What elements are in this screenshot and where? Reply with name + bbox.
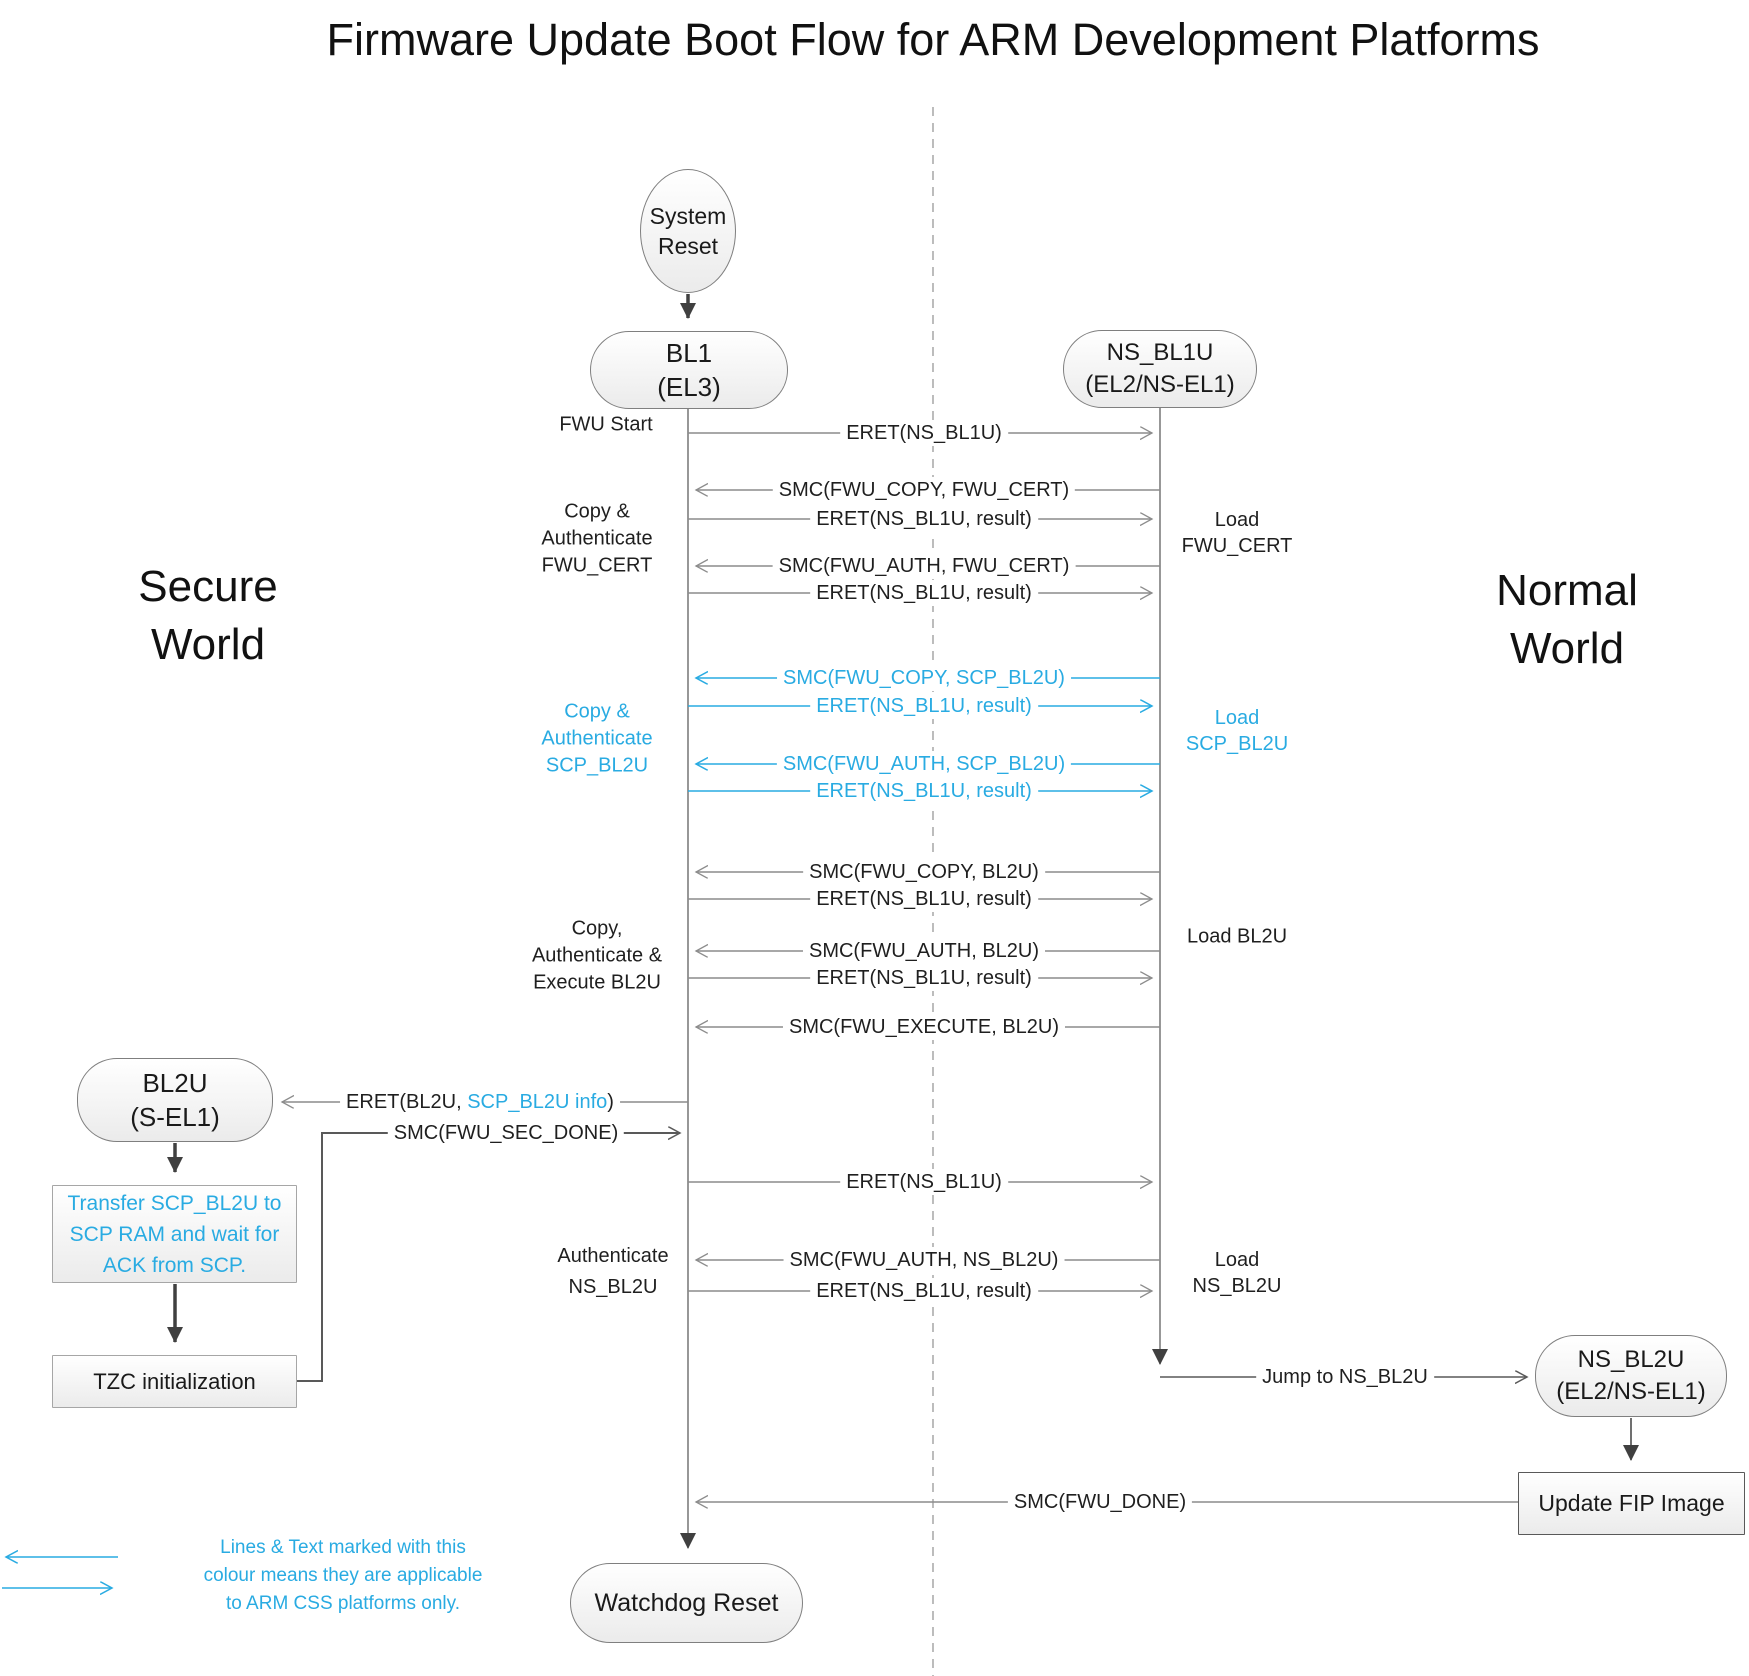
msg-eret-bl2u: ERET(BL2U, SCP_BL2U info) [340,1089,620,1115]
node-ns-bl2u: NS_BL2U (EL2/NS-EL1) [1535,1335,1727,1417]
msg-smc-fwu-copy-fwu-cert: SMC(FWU_COPY, FWU_CERT) [772,477,1076,503]
msg-eret-ns-bl1u-1: ERET(NS_BL1U) [840,420,1008,446]
label-copy-auth-scp-bl2u: Copy & Authenticate SCP_BL2U [538,698,656,780]
msg-jump-to-ns-bl2u: Jump to NS_BL2U [1256,1364,1434,1390]
label-fwu-start: FWU Start [556,411,656,439]
msg-eret-result-2: ERET(NS_BL1U, result) [810,580,1038,606]
msg-smc-fwu-auth-fwu-cert: SMC(FWU_AUTH, FWU_CERT) [772,553,1076,579]
node-watchdog-reset: Watchdog Reset [570,1563,803,1643]
label-load-fwu-cert: Load FWU_CERT [1178,507,1296,559]
update-fip-box: Update FIP Image [1518,1472,1745,1535]
transfer-scp-box: Transfer SCP_BL2U to SCP RAM and wait fo… [52,1185,297,1283]
tzc-init-box: TZC initialization [52,1355,297,1408]
node-ns-bl1u: NS_BL1U (EL2/NS-EL1) [1063,330,1257,408]
msg-eret-result-5: ERET(NS_BL1U, result) [810,886,1038,912]
msg-smc-fwu-copy-bl2u: SMC(FWU_COPY, BL2U) [803,859,1045,885]
label-authenticate-ns-bl2u: Authenticate NS_BL2U [554,1241,672,1303]
label-copy-auth-fwu-cert: Copy & Authenticate FWU_CERT [538,498,656,580]
label-load-scp-bl2u: Load SCP_BL2U [1182,705,1292,757]
msg-eret-bl2u-prefix: ERET(BL2U, [346,1091,468,1113]
secure-world-label: Secure World [138,562,278,669]
label-load-bl2u: Load BL2U [1183,923,1291,951]
normal-world-label: Normal World [1496,566,1638,673]
page-title: Firmware Update Boot Flow for ARM Develo… [326,14,1540,65]
legend-note: Lines & Text marked with this colour mea… [203,1537,483,1614]
msg-eret-result-4: ERET(NS_BL1U, result) [810,778,1038,804]
msg-smc-fwu-done: SMC(FWU_DONE) [1007,1489,1193,1515]
msg-eret-result-6: ERET(NS_BL1U, result) [810,965,1038,991]
msg-smc-fwu-sec-done: SMC(FWU_SEC_DONE) [387,1120,625,1146]
node-system-reset: System Reset [640,169,736,293]
msg-smc-fwu-auth-bl2u: SMC(FWU_AUTH, BL2U) [802,938,1046,964]
node-bl1: BL1 (EL3) [590,331,788,409]
node-bl2u: BL2U (S-EL1) [77,1058,273,1142]
label-copy-auth-exec-bl2u: Copy, Authenticate & Execute BL2U [528,915,666,997]
msg-eret-ns-bl1u-2: ERET(NS_BL1U) [840,1169,1008,1195]
label-load-ns-bl2u: Load NS_BL2U [1189,1247,1285,1299]
msg-smc-fwu-auth-scp-bl2u: SMC(FWU_AUTH, SCP_BL2U) [776,751,1072,777]
msg-eret-bl2u-suffix: ) [607,1091,614,1113]
msg-eret-result-7: ERET(NS_BL1U, result) [810,1278,1038,1304]
msg-eret-result-1: ERET(NS_BL1U, result) [810,506,1038,532]
msg-eret-bl2u-scp-info: SCP_BL2U info [467,1091,608,1113]
msg-smc-fwu-auth-ns-bl2u: SMC(FWU_AUTH, NS_BL2U) [783,1247,1065,1273]
msg-eret-result-3: ERET(NS_BL1U, result) [810,693,1038,719]
msg-smc-fwu-execute-bl2u: SMC(FWU_EXECUTE, BL2U) [782,1014,1066,1040]
msg-smc-fwu-copy-scp-bl2u: SMC(FWU_COPY, SCP_BL2U) [777,665,1071,691]
